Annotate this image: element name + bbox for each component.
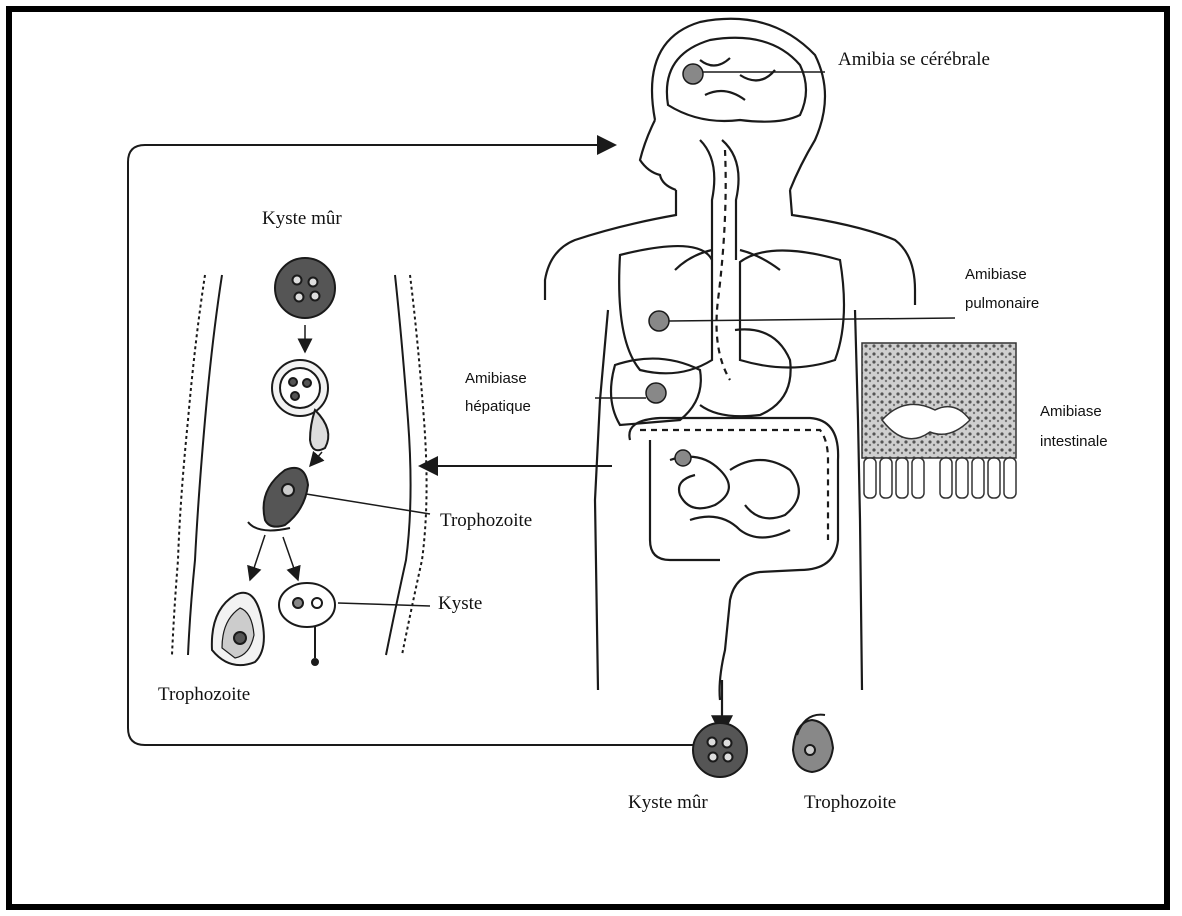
label-amibiase-cerebrale: Amibia se cérébrale bbox=[838, 49, 990, 72]
trophozoite-bottom bbox=[793, 715, 833, 772]
brain-lesion bbox=[683, 64, 703, 84]
cycle-loop-arrow bbox=[128, 145, 695, 745]
label-amibiase-intestinale-2: intestinale bbox=[1040, 433, 1108, 451]
mature-cyst-bottom bbox=[693, 723, 747, 777]
trophozoite-invasive bbox=[212, 593, 264, 665]
label-amibiase-pulmonaire-2: pulmonaire bbox=[965, 295, 1039, 313]
immature-cyst bbox=[279, 583, 335, 665]
arrow-trophozoite-to-cyst bbox=[283, 537, 298, 580]
arrow-trophozoite-to-left bbox=[250, 535, 265, 580]
intestine-lesion bbox=[675, 450, 691, 466]
label-trophozoite-left: Trophozoite bbox=[158, 684, 250, 707]
label-amibiase-hepatique-2: hépatique bbox=[465, 398, 531, 416]
label-amibiase-pulmonaire-1: Amibiase bbox=[965, 266, 1027, 284]
trophozoite-intestine bbox=[248, 468, 308, 531]
label-kyste-mur-bottom: Kyste mûr bbox=[628, 792, 708, 815]
label-amibiase-hepatique-1: Amibiase bbox=[465, 370, 527, 388]
label-kyste-mid: Kyste bbox=[438, 593, 482, 616]
mature-cyst-top bbox=[275, 258, 335, 318]
intestinal-tissue-inset bbox=[862, 343, 1016, 498]
label-amibiase-intestinale-1: Amibiase bbox=[1040, 403, 1102, 421]
lung-lesion bbox=[649, 311, 669, 331]
label-trophozoite-bottom: Trophozoite bbox=[804, 792, 896, 815]
human-body bbox=[545, 19, 915, 735]
label-kyste-mur-top: Kyste mûr bbox=[262, 208, 342, 231]
label-trophozoite-mid: Trophozoite bbox=[440, 510, 532, 533]
excysting-cyst bbox=[272, 360, 328, 450]
liver-lesion bbox=[646, 383, 666, 403]
arrow-excyst-to-trophozoite bbox=[310, 452, 322, 466]
intestinal-wall-left bbox=[172, 275, 222, 655]
